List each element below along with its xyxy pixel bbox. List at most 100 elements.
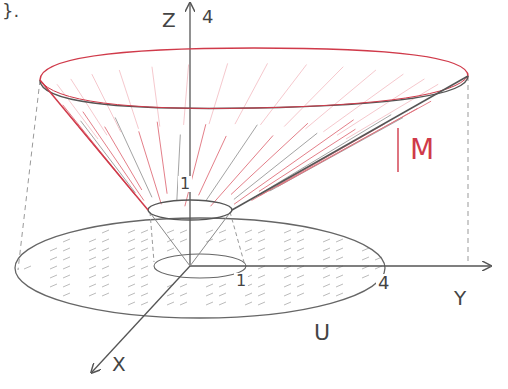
hatch-stroke (297, 248, 304, 251)
hatch-stroke (336, 239, 343, 242)
hatch-stroke (231, 123, 308, 194)
axis-tick: 1 (178, 176, 192, 192)
hatch-stroke (258, 302, 265, 305)
hatch-stroke (89, 248, 96, 251)
hatch-stroke (336, 257, 343, 260)
hatch-stroke (297, 257, 304, 260)
hatch-stroke (141, 293, 148, 296)
hatch-stroke (297, 275, 304, 278)
hatch-stroke (141, 257, 148, 260)
hatch-stroke (206, 284, 213, 287)
hatch-stroke (102, 275, 109, 278)
hatch-stroke (102, 239, 109, 242)
hatch-stroke (256, 115, 391, 196)
hatch-stroke (219, 302, 226, 305)
hatch-stroke (102, 257, 109, 260)
z-axis (189, 4, 190, 266)
axis-tick: 1 (234, 273, 248, 289)
hatch-stroke (128, 230, 135, 233)
top-rim-front (40, 76, 468, 108)
surface-name: M (408, 136, 436, 164)
hatch-stroke (219, 284, 226, 287)
hatch-stroke (167, 248, 174, 251)
hatch-stroke (258, 239, 265, 242)
hatch-stroke (185, 124, 206, 206)
hatch-stroke (89, 239, 96, 242)
hatch-stroke (63, 266, 70, 269)
hatch-stroke (337, 79, 424, 135)
hatch-stroke (50, 257, 57, 260)
hatch-stroke (128, 266, 135, 269)
hatch-stroke (245, 293, 252, 296)
hatch-stroke (219, 230, 226, 233)
hatch-stroke (199, 136, 227, 195)
hatch-stroke (258, 293, 265, 296)
hatch-stroke (284, 230, 291, 233)
hatch-stroke (180, 293, 187, 296)
hatch-stroke (50, 266, 57, 269)
hatch-stroke (260, 101, 431, 196)
hatch-stroke (102, 230, 109, 233)
hatch-stroke (362, 275, 369, 278)
hatch-stroke (102, 248, 109, 251)
hatch-stroke (297, 239, 304, 242)
hatch-stroke (89, 275, 96, 278)
hatch-stroke (141, 230, 148, 233)
hatch-stroke (245, 239, 252, 242)
hatch-stroke (297, 230, 304, 233)
bottom-rim (148, 200, 232, 220)
surface-hatching (57, 63, 438, 206)
hatch-stroke (346, 84, 438, 139)
hatch-stroke (258, 257, 265, 260)
hatch-stroke (128, 257, 135, 260)
hatch-stroke (258, 248, 265, 251)
hatch-stroke (323, 284, 330, 287)
disk-outer-edge (15, 218, 385, 318)
hatch-stroke (284, 284, 291, 287)
hatch-stroke (141, 239, 148, 242)
hatch-stroke (297, 293, 304, 296)
hatch-stroke (258, 230, 265, 233)
hatch-stroke (141, 248, 148, 251)
hatch-stroke (152, 67, 160, 127)
hatch-stroke (128, 302, 135, 305)
hatch-stroke (141, 302, 148, 305)
hatch-stroke (284, 248, 291, 251)
cone-side (232, 76, 468, 210)
hatch-stroke (259, 129, 356, 191)
hatch-stroke (323, 248, 330, 251)
hatch-stroke (167, 293, 174, 296)
projection-line (468, 76, 469, 262)
hatch-stroke (206, 230, 213, 233)
axis-name: X (110, 354, 128, 374)
region-name: U (312, 322, 332, 344)
top-fragment: }. (0, 2, 21, 20)
surface-marker (397, 128, 398, 172)
hatch-stroke (89, 257, 96, 260)
projection-line (18, 80, 40, 270)
hatch-stroke (102, 284, 109, 287)
hatch-stroke (336, 284, 343, 287)
cone-side (40, 80, 148, 210)
hatch-stroke (206, 293, 213, 296)
hatch-stroke (336, 275, 343, 278)
hatch-stroke (336, 293, 343, 296)
hatch-stroke (71, 79, 107, 135)
hatch-stroke (141, 284, 148, 287)
hatch-stroke (323, 275, 330, 278)
hatch-stroke (284, 239, 291, 242)
hatch-stroke (323, 239, 330, 242)
hatch-stroke (128, 239, 135, 242)
axis-name: Y (452, 288, 468, 308)
hatch-stroke (323, 293, 330, 296)
hatch-stroke (89, 293, 96, 296)
hatch-stroke (128, 284, 135, 287)
hatch-stroke (362, 248, 369, 251)
hatch-stroke (284, 275, 291, 278)
hatch-stroke (219, 293, 226, 296)
hatch-stroke (211, 135, 274, 206)
hatch-stroke (235, 63, 268, 124)
hatch-stroke (102, 266, 109, 269)
hatch-stroke (63, 275, 70, 278)
